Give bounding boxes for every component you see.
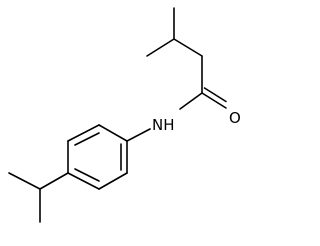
bond-ch-ch2 [173,38,203,57]
bond-isopropyl-methyl-left [8,172,41,190]
ring-double-bond-lower [74,168,100,182]
ring-double-bond-upper [74,132,100,146]
bond-carbonyl-nitrogen [179,92,203,110]
acyl-chain [146,7,227,110]
molecule-structure: O NH [8,7,241,223]
bond-methyl-left [146,38,175,57]
oxygen-label: O [229,109,241,127]
ring-bond-1 [98,124,128,142]
bond-ring-isopropyl [39,172,69,190]
bond-carbonyl-oxygen-double [203,87,227,103]
nh-label: NH [152,116,175,134]
ring-bond-4 [67,172,100,190]
isopropyl-group [8,172,69,223]
bond-carbonyl-oxygen [201,92,227,109]
ring-bond-5 [98,172,128,190]
ring-bond-2 [67,124,100,142]
bond-nitrogen-ring [126,128,151,142]
benzene-ring [67,124,128,190]
